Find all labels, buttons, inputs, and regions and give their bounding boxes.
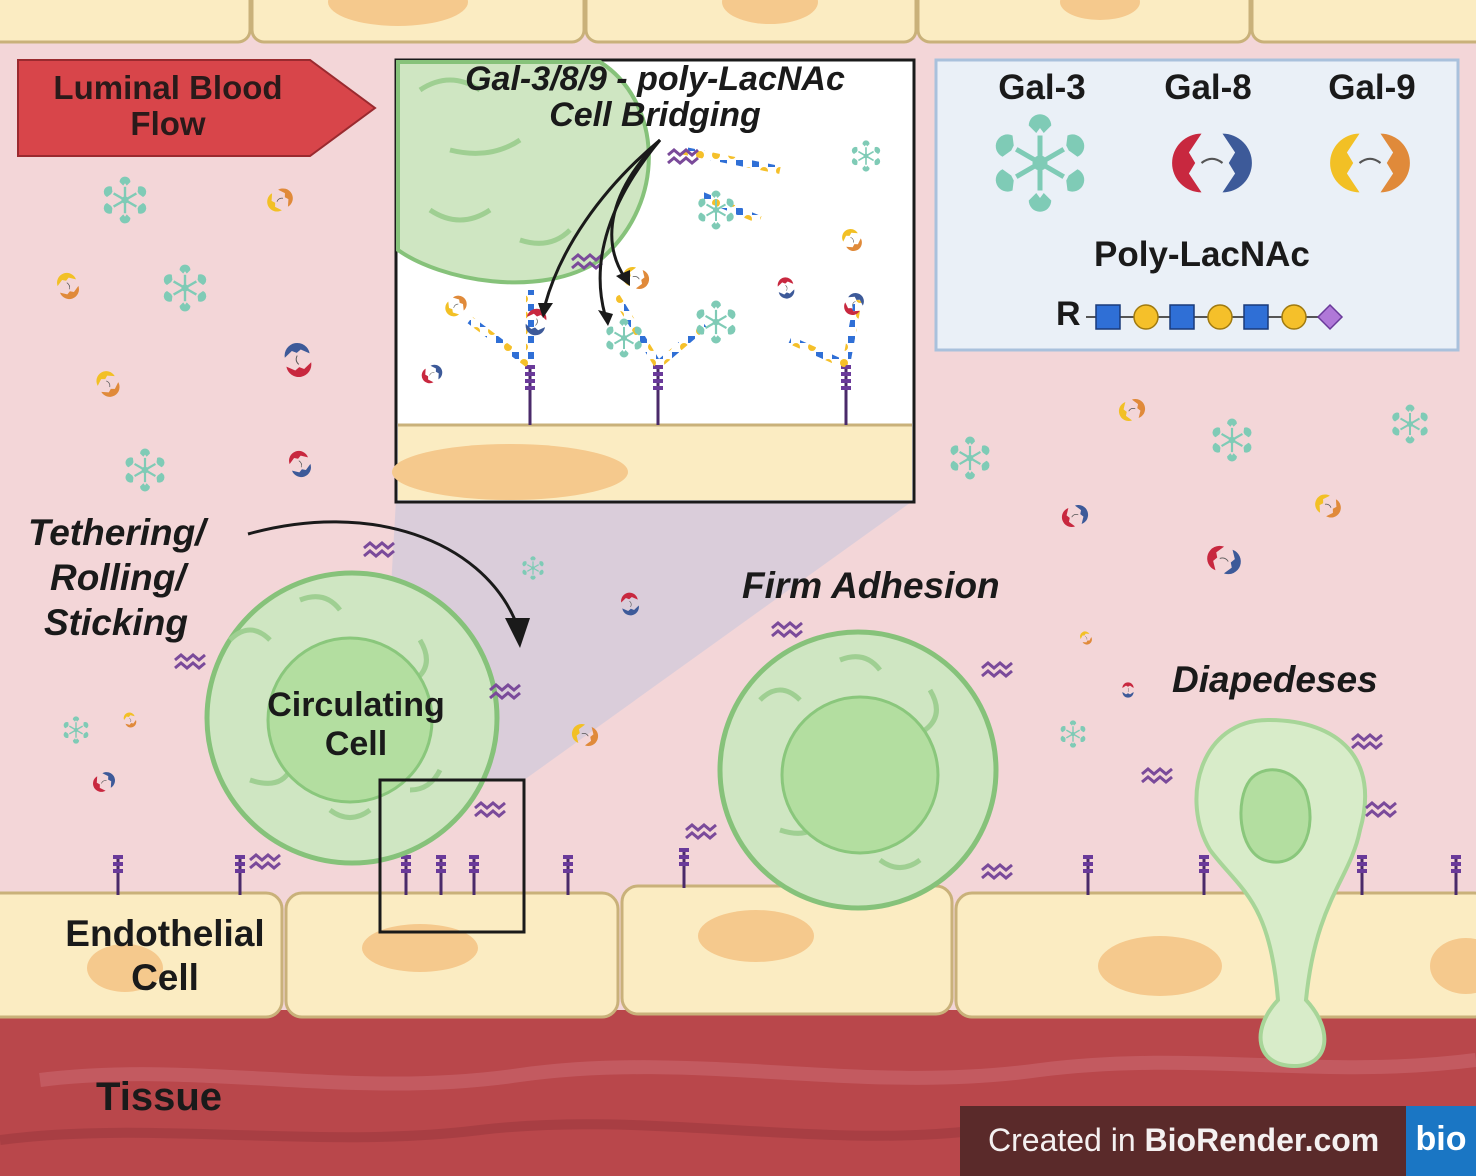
legend-gal3-label: Gal-3	[998, 68, 1086, 107]
flow-arrow	[17, 59, 377, 157]
circulating-cell-label: Circulating Cell	[256, 686, 456, 764]
zoom-box	[378, 778, 526, 934]
watermark-created-in: Created in	[988, 1122, 1145, 1158]
diapedesis-cell	[1140, 717, 1398, 1069]
inset-title-line1: Gal-3/8/9 - poly-LacNAc	[465, 60, 845, 98]
tethering-label: Tethering/ Rolling/ Sticking	[20, 510, 205, 645]
tethering-line2: Rolling/	[50, 557, 186, 599]
firm-adhesion-cell	[684, 621, 1014, 911]
top-endothelial-row	[0, 0, 1476, 44]
legend-r-label: R	[1056, 295, 1081, 333]
firm-adhesion-label: Firm Adhesion	[742, 565, 1000, 606]
diapedeses-label: Diapedeses	[1172, 659, 1378, 700]
legend-panel	[934, 58, 1460, 352]
biorender-logo-icon: bio	[1406, 1106, 1476, 1176]
circulating-line1: Circulating	[267, 686, 445, 724]
tethering-line3: Sticking	[44, 602, 188, 644]
zoom-cone	[380, 500, 914, 780]
flow-label-text: Luminal Blood Flow	[53, 69, 283, 143]
legend-gal9-label: Gal-9	[1328, 68, 1416, 107]
endothelial-cell-label: Endothelial Cell	[56, 912, 274, 1001]
circulating-line2: Cell	[324, 725, 388, 764]
legend-gal8-label: Gal-8	[1164, 68, 1252, 107]
watermark-text: Created in BioRender.com	[988, 1122, 1379, 1159]
tethering-arrow	[247, 520, 517, 621]
inset-title-line2: Cell Bridging	[549, 95, 761, 134]
flow-label: Luminal Blood Flow	[18, 69, 318, 143]
biorender-watermark[interactable]: Created in BioRender.com bio	[960, 1106, 1476, 1176]
inset-panel	[392, 58, 916, 504]
tethering-line1: Tethering/	[28, 512, 206, 553]
endothelial-line1: Endothelial	[65, 913, 265, 954]
watermark-brand: BioRender.com	[1144, 1122, 1380, 1158]
endothelial-line2: Cell	[131, 957, 199, 999]
legend-polylacnac-label: Poly-LacNAc	[1094, 235, 1310, 274]
tissue-label: Tissue	[96, 1075, 222, 1119]
circulating-cell	[173, 541, 522, 870]
inset-title: Gal-3/8/9 - poly-LacNAc Cell Bridging	[396, 60, 914, 134]
